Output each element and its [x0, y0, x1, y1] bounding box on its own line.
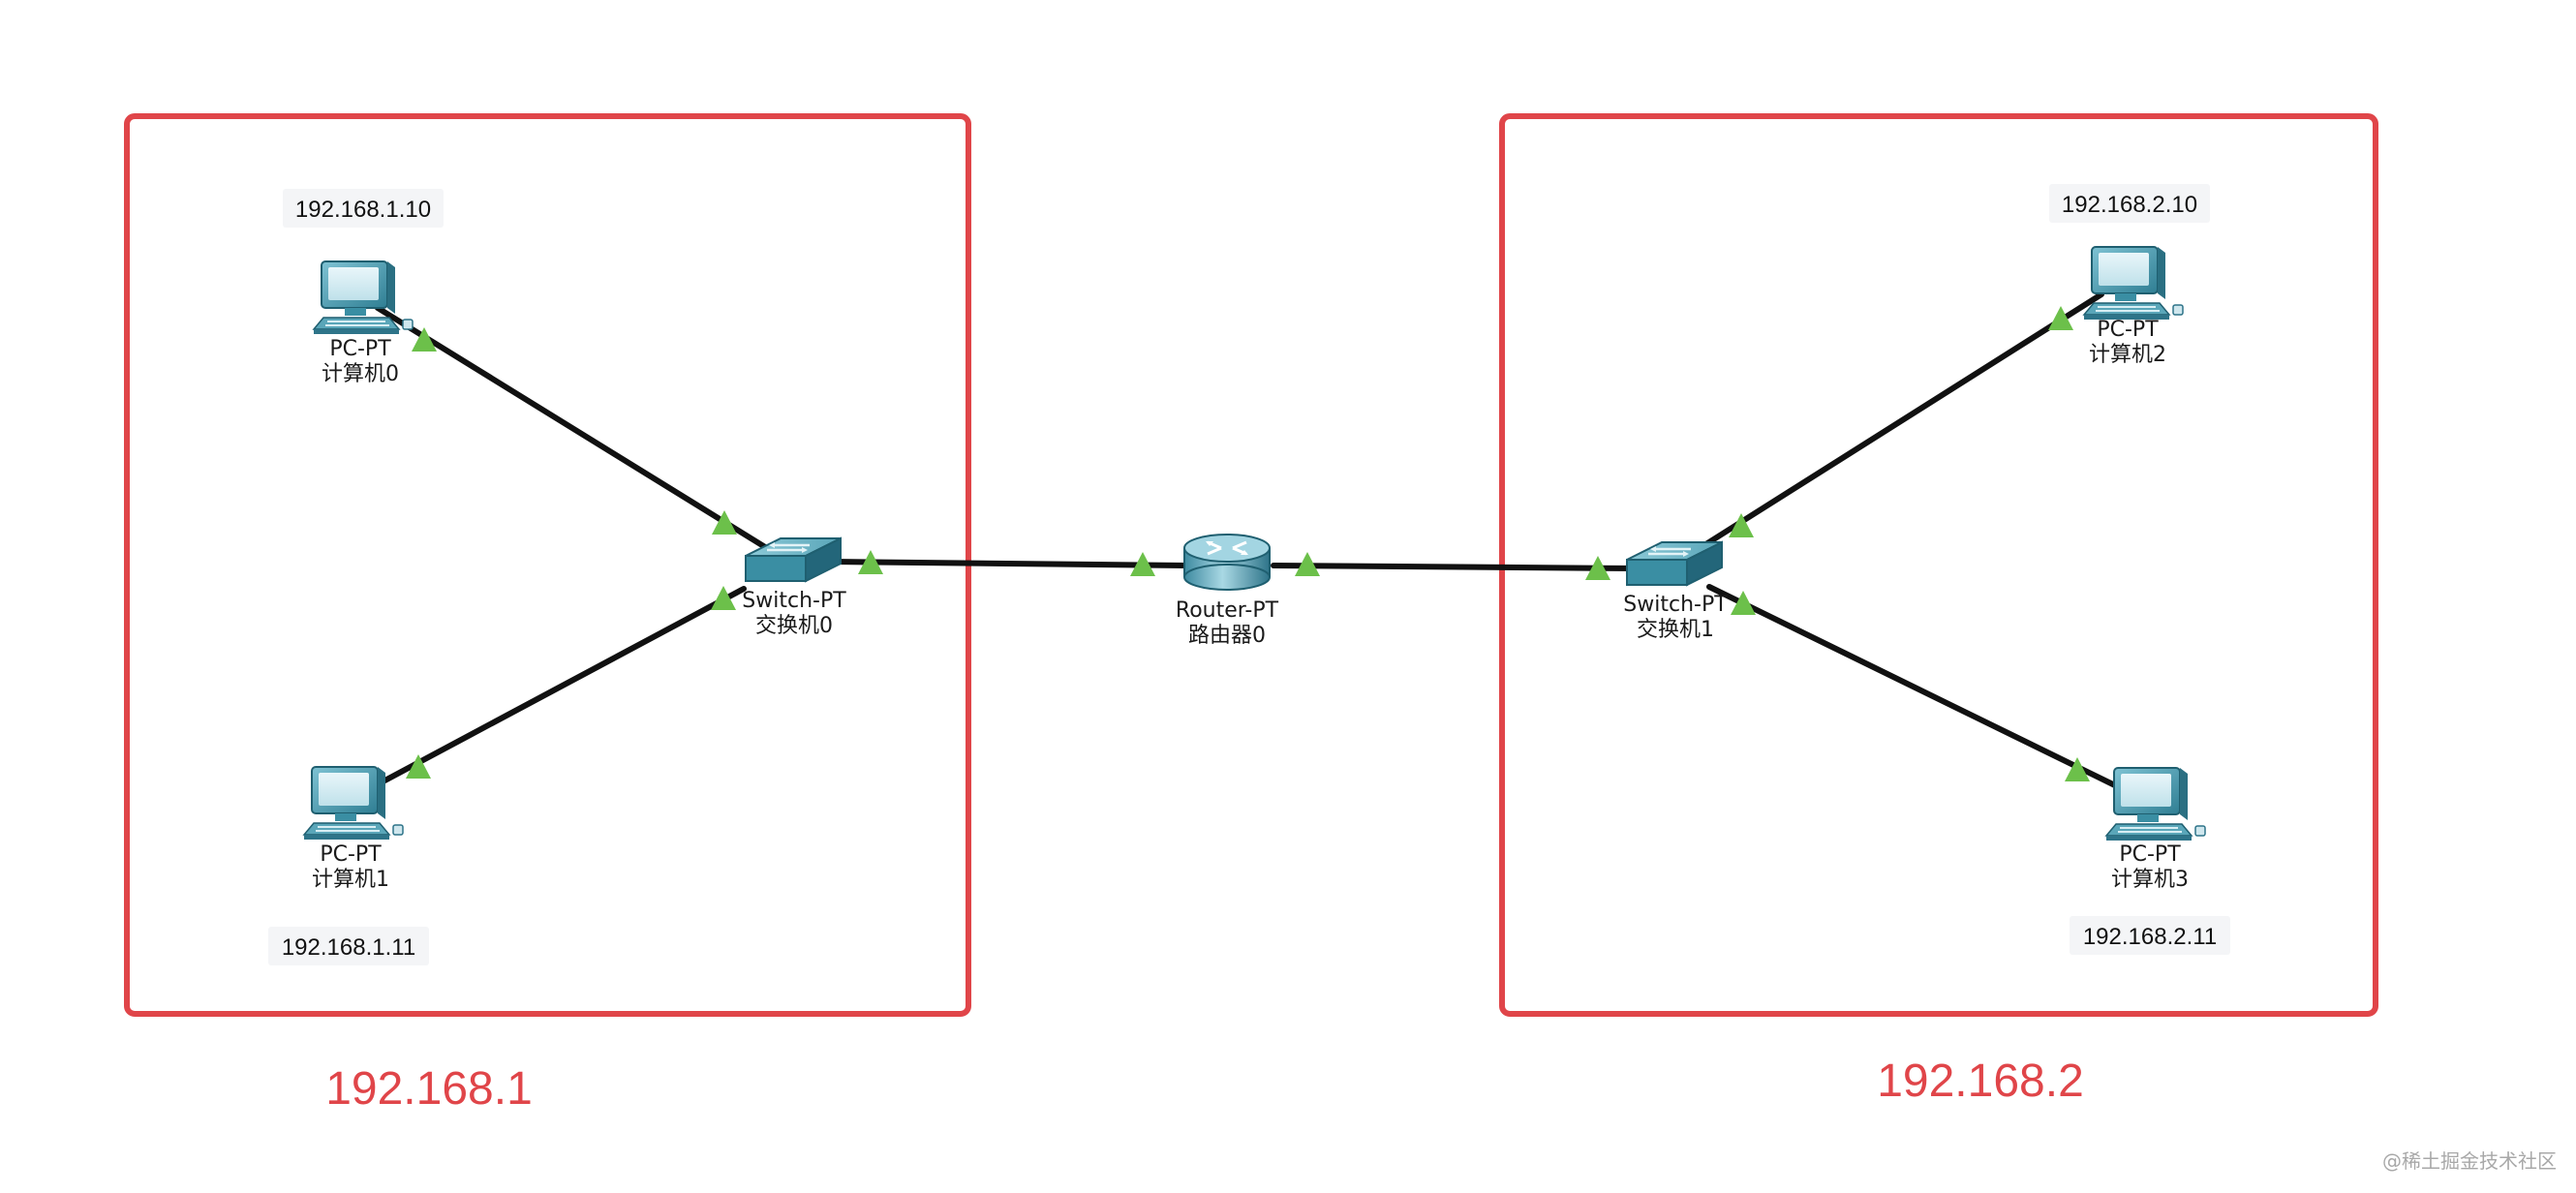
watermark: @稀土掘金技术社区 — [2382, 1149, 2557, 1173]
link-pc1-switch0[interactable] — [375, 586, 747, 787]
device-name-switch1: 交换机1 — [1637, 618, 1714, 642]
port-status-switch1-pc2 — [1729, 513, 1754, 537]
device-switch1[interactable]: Switch-PT 交换机1 — [1623, 540, 1728, 642]
device-type-switch0: Switch-PT — [742, 589, 846, 613]
port-status-pc1 — [406, 754, 431, 779]
device-name-switch0: 交换机0 — [755, 614, 833, 638]
port-status-switch0-pc0 — [712, 510, 737, 535]
device-pc2[interactable]: 192.168.2.10 PC-PT 计算机2 — [2049, 184, 2210, 367]
link-router0-switch1[interactable] — [1271, 563, 1640, 571]
subnet-label-left: 192.168.1 — [325, 1063, 533, 1115]
port-status-pc2 — [2048, 306, 2073, 330]
ip-label-bg-pc3 — [2070, 916, 2230, 955]
ip-label-pc1: 192.168.1.11 — [282, 934, 415, 961]
device-type-pc2: PC-PT — [2097, 318, 2159, 342]
ip-label-bg-pc1 — [268, 927, 429, 965]
switch-icon[interactable] — [1625, 540, 1724, 587]
pc-icon[interactable] — [2083, 246, 2184, 321]
device-type-pc0: PC-PT — [329, 337, 391, 361]
port-status-switch0-pc1 — [711, 586, 736, 610]
ip-label-bg-pc0 — [283, 189, 444, 228]
device-switch0[interactable]: Switch-PT 交换机0 — [742, 536, 846, 638]
router-icon[interactable] — [1182, 533, 1272, 592]
port-status-switch1-pc3 — [1731, 591, 1756, 615]
subnet-box-left — [124, 113, 971, 1017]
device-router0[interactable]: Router-PT 路由器0 — [1176, 533, 1279, 648]
port-status-switch0-router — [858, 550, 883, 574]
device-type-pc1: PC-PT — [320, 842, 382, 867]
device-name-pc0: 计算机0 — [322, 362, 399, 386]
device-name-router0: 路由器0 — [1188, 624, 1266, 648]
ip-label-bg-pc2 — [2049, 184, 2210, 223]
port-status-pc0 — [412, 327, 437, 352]
device-name-pc2: 计算机2 — [2089, 343, 2166, 367]
port-status-router-left — [1130, 552, 1155, 576]
link-switch1-pc2[interactable] — [1702, 291, 2104, 548]
device-type-pc3: PC-PT — [2119, 842, 2181, 867]
device-type-switch1: Switch-PT — [1623, 593, 1728, 617]
device-pc3[interactable]: PC-PT 计算机3 192.168.2.11 — [2070, 767, 2230, 955]
pc-icon[interactable] — [2105, 767, 2206, 841]
device-pc1[interactable]: PC-PT 计算机1 192.168.1.11 — [268, 766, 429, 965]
device-name-pc3: 计算机3 — [2111, 868, 2189, 892]
ip-label-pc3: 192.168.2.11 — [2083, 924, 2217, 950]
port-status-pc3 — [2065, 757, 2090, 781]
link-switch0-router0[interactable] — [830, 559, 1189, 568]
device-pc0[interactable]: 192.168.1.10 PC-PT 计算机0 — [283, 189, 444, 386]
link-pc0-switch0[interactable] — [375, 305, 773, 553]
subnet-label-right: 192.168.2 — [1877, 1055, 2084, 1107]
port-status-router-right — [1295, 552, 1320, 576]
device-name-pc1: 计算机1 — [312, 868, 389, 892]
ip-label-pc0: 192.168.1.10 — [295, 197, 431, 223]
ip-label-pc2: 192.168.2.10 — [2062, 192, 2197, 218]
port-status-switch1-router — [1585, 556, 1610, 580]
link-switch1-pc3[interactable] — [1706, 584, 2124, 791]
device-type-router0: Router-PT — [1176, 598, 1279, 623]
